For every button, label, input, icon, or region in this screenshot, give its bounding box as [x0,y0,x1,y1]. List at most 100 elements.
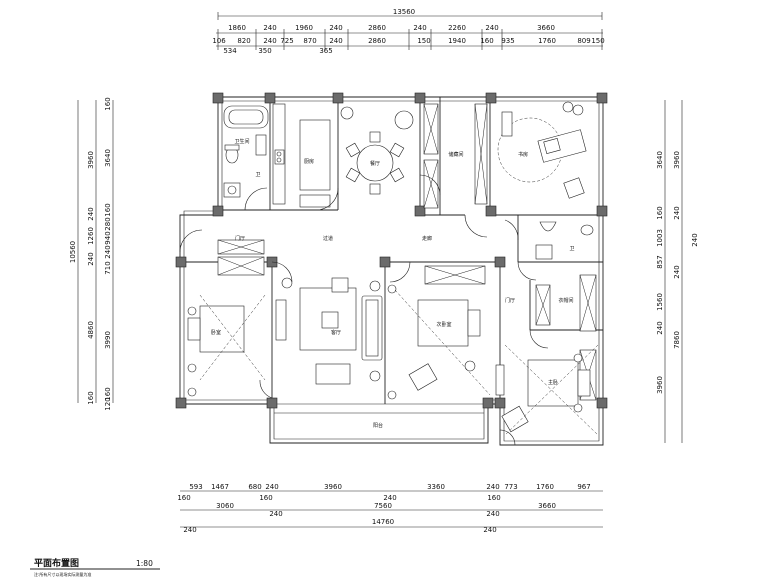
dim-right-a6: 240 [656,321,664,334]
dim-left-b3: 160 [104,203,112,216]
dining-table [356,144,394,182]
coffee-table [321,311,339,329]
column [494,397,506,409]
dim-right-a1: 3640 [656,151,664,169]
top-dimensions: 13560 1860 240 1960 240 2860 240 2260 24… [212,8,604,55]
door-swing [244,187,268,211]
dim-left-b10: 120 [104,397,112,410]
dim-bottom-9: 1760 [536,483,554,491]
dim-bottom2-1: 3060 [216,502,234,510]
living-furniture [275,277,383,385]
room-labels: 卫生间 卫 厨房 餐厅 储藏间 书房 门厅 过道 走廊 客厅 卧室 次卧室 主卧… [211,138,575,429]
room-label-storage: 储藏间 [448,151,463,158]
dim-top2-extra-3: 365 [319,47,332,55]
column [596,397,608,409]
dim-left-b4: 280 [104,217,112,230]
column [482,397,494,409]
dim-bottom-total-b2: 240 [483,526,496,534]
room-label-corridor-right: 门厅 [505,297,515,304]
column [596,92,608,104]
dim-top2-12: 1760 [538,37,556,45]
door-swing [517,261,537,281]
dim-right-b4: 7860 [673,331,681,349]
dim-left-b2: 3640 [104,149,112,167]
dim-right-a3: 1003 [656,229,664,247]
door-swing [259,379,273,399]
door-swing [419,174,441,196]
dim-top2-extra-2: 350 [258,47,271,55]
bed [199,305,245,353]
column [414,92,426,104]
dim-top2-9: 1940 [448,37,466,45]
dim-left-b5: 940 [104,231,112,244]
structural-columns [175,92,608,409]
column [175,397,187,409]
dim-top2-extra-1: 534 [223,47,237,55]
dim-bottom-6: 3360 [427,483,445,491]
column [494,256,506,268]
dim-left-a5: 4860 [87,321,95,339]
room-label-corridor: 过道 [323,235,333,242]
dim-bottom-1b-1: 160 [177,494,190,502]
dim-top2-8: 150 [417,37,430,45]
dim-bottom-10: 967 [577,483,590,491]
tv-cabinet [495,364,505,396]
title-block: 平面布置图 1:80 注:所有尺寸以现场实际测量为准 [30,557,160,577]
bathroom-fixtures [223,105,269,198]
dim-left-b9: 160 [104,387,112,400]
dim-top-3: 1960 [295,24,313,32]
stove-icon [274,149,285,165]
dim-top-6: 240 [413,24,426,32]
dim-left-b1: 160 [104,97,112,110]
right-dimensions: 3640 160 1003 857 1560 240 3960 3960 240… [656,100,699,443]
room-label-balcony: 阳台 [373,422,383,429]
plant-icon [562,101,574,113]
shower-icon [539,221,557,232]
dim-bottom-7: 240 [486,483,499,491]
dim-top2-14: 150 [591,37,604,45]
dim-right-b1: 3960 [673,151,681,169]
dim-left-a1: 3960 [87,151,95,169]
dim-bottom-total: 14760 [372,518,394,526]
dining-plant-icon [394,110,414,130]
dim-bottom-total-b1: 240 [183,526,196,534]
drawing-title: 平面布置图 [34,557,79,569]
column [485,92,497,104]
room-label-bath-master: 卫生间 [234,138,249,145]
dim-bottom2-2: 7560 [374,502,392,510]
dim-bottom2b-1: 240 [269,510,282,518]
dim-top-7: 2260 [448,24,466,32]
dining-furniture [340,106,414,195]
room-label-corridor2: 走廊 [422,235,432,242]
dim-top-5: 2860 [368,24,386,32]
dim-top-2: 240 [263,24,276,32]
bed [527,359,579,407]
dim-right-outer: 240 [691,233,699,246]
dim-bottom-1b-4: 160 [487,494,500,502]
column [596,205,608,217]
door-swing [389,261,411,283]
column [212,205,224,217]
dim-top2-2: 820 [237,37,250,45]
dim-top2-10: 160 [480,37,493,45]
armchair [315,363,351,385]
doors [179,174,549,446]
right-bath-fixtures [535,221,594,260]
dim-top2-1: 106 [212,37,226,45]
dim-top2-6: 240 [329,37,342,45]
room-label-entry-hall: 门厅 [235,235,245,242]
ceiling-light-icon [281,277,293,289]
dim-left-a3: 1260 [87,227,95,245]
room-label-master-bedroom: 主卧 [548,379,558,386]
dim-bottom-1b-2: 160 [259,494,272,502]
room-label-bedroom-left: 卧室 [211,329,221,336]
dim-right-a5: 1560 [656,293,664,311]
bedroom-left-furniture [187,294,266,397]
dim-top2-7: 2860 [368,37,386,45]
column [264,92,276,104]
bookshelf [501,111,513,137]
column [485,205,497,217]
door-swing [179,229,203,253]
bedroom-mid-furniture [387,284,491,400]
